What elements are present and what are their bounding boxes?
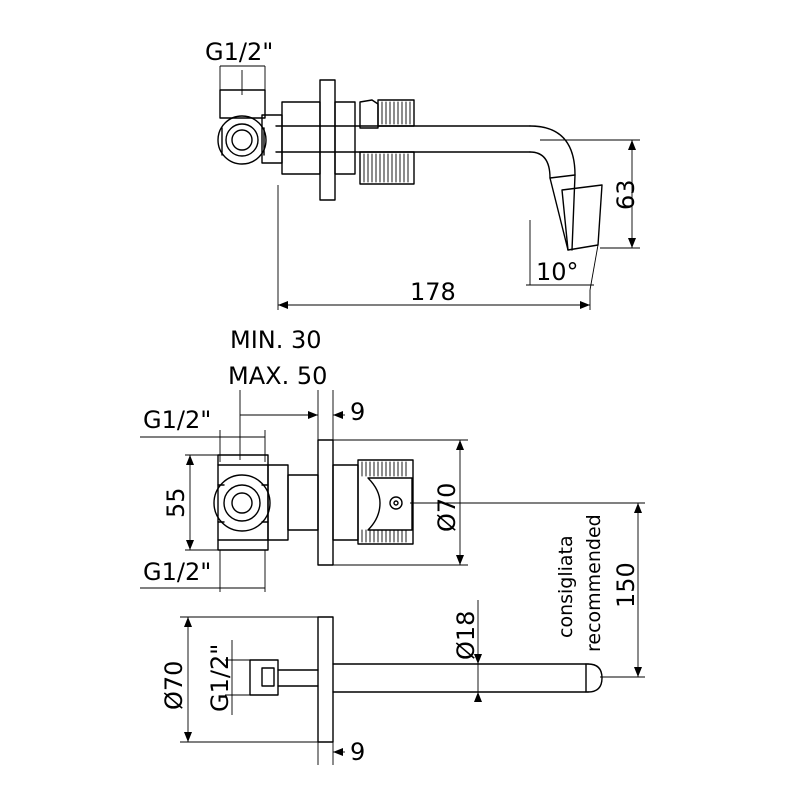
elbow-connector — [217, 89, 267, 165]
wall-nipple — [249, 659, 319, 696]
recommended-en-label: recommended — [583, 514, 605, 652]
spout-top — [529, 125, 603, 251]
recommended-it-label: consigliata — [555, 535, 577, 638]
top-thread-label: G1/2" — [205, 38, 273, 66]
valve-body-front — [267, 439, 359, 566]
front-plate-label: 9 — [350, 398, 365, 426]
connector-front — [213, 454, 271, 551]
wall-plate-side — [317, 616, 334, 743]
handle-front — [357, 459, 414, 545]
handle-screw-icon — [389, 496, 403, 510]
front-height-label: 55 — [162, 487, 190, 518]
top-length-label: 178 — [410, 278, 456, 306]
handle-top — [359, 99, 415, 185]
front-thread-top-label: G1/2" — [143, 406, 211, 434]
top-height-label: 63 — [612, 179, 640, 210]
side-thread-label: G1/2" — [206, 644, 234, 712]
front-plate-diameter-label: Ø70 — [433, 483, 461, 532]
spout-side — [332, 663, 603, 693]
side-plate-diameter-label: Ø70 — [160, 661, 188, 710]
side-spout-diameter-label: Ø18 — [452, 611, 480, 660]
front-max-label: MAX. 50 — [228, 362, 327, 390]
front-view: MIN. 30 MAX. 50 9 G1/2" 55 — [140, 326, 645, 678]
side-view: Ø70 G1/2" Ø18 9 — [160, 600, 603, 766]
side-plate-label: 9 — [350, 738, 365, 766]
front-min-label: MIN. 30 — [230, 326, 322, 354]
recommended-value-label: 150 — [612, 562, 640, 608]
top-view: G1/2" — [205, 38, 640, 310]
front-thread-bottom-label: G1/2" — [143, 558, 211, 586]
top-angle-label: 10° — [536, 258, 579, 286]
